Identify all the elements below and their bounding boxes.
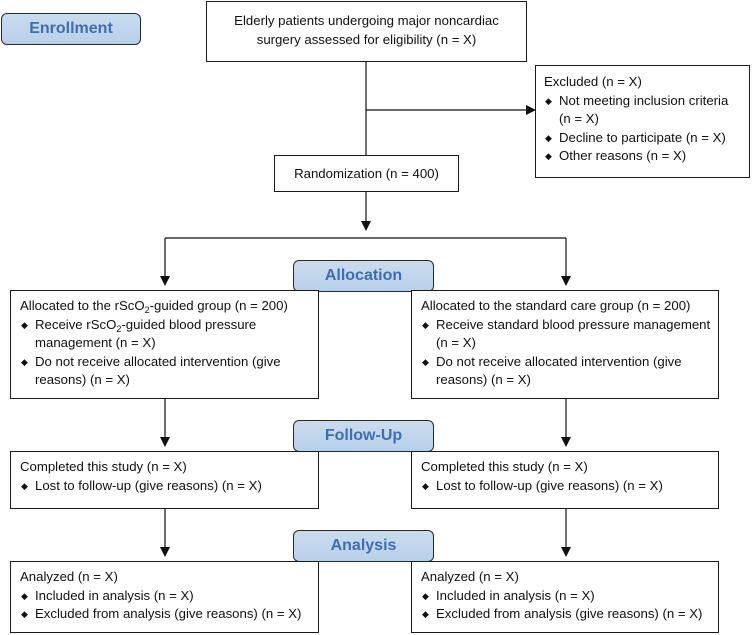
left-followup-list: Lost to follow-up (give reasons) (n = X)	[20, 477, 312, 496]
right-receive-item: Receive standard blood pressure manageme…	[421, 316, 712, 353]
stage-follow-up-label: Follow-Up	[324, 427, 403, 444]
excluded-item: Other reasons (n = X)	[544, 147, 743, 166]
left-analysis-box: Analyzed (n = X) Included in analysis (n…	[10, 561, 319, 633]
excluded-box: Excluded (n = X) Not meeting inclusion c…	[535, 65, 750, 178]
right-analysis-list: Included in analysis (n = X) Excluded fr…	[421, 587, 712, 624]
left-receive-item: Receive rScO2-guided blood pressure mana…	[20, 316, 312, 353]
eligibility-line-1: Elderly patients undergoing major noncar…	[234, 13, 499, 28]
excluded-item: Decline to participate (n = X)	[544, 129, 743, 148]
stage-follow-up: Follow-Up	[293, 420, 434, 452]
stage-enrollment-label: Enrollment	[29, 20, 113, 37]
stage-analysis: Analysis	[293, 530, 434, 562]
stage-allocation: Allocation	[293, 260, 434, 292]
left-allocation-box: Allocated to the rScO2-guided group (n =…	[10, 290, 319, 399]
right-excluded-analysis-item: Excluded from analysis (give reasons) (n…	[421, 605, 712, 624]
right-allocation-list: Receive standard blood pressure manageme…	[421, 316, 712, 390]
left-not-receive-item: Do not receive allocated intervention (g…	[20, 353, 312, 390]
left-included-item: Included in analysis (n = X)	[20, 587, 312, 606]
right-lost-item: Lost to follow-up (give reasons) (n = X)	[421, 477, 712, 496]
left-analyzed-label: Analyzed (n = X)	[20, 569, 118, 584]
randomization-box: Randomization (n = 400)	[274, 155, 459, 192]
right-not-receive-item: Do not receive allocated intervention (g…	[421, 353, 712, 390]
eligibility-line-2: surgery assessed for eligibility (n = X)	[256, 31, 477, 47]
right-followup-box: Completed this study (n = X) Lost to fol…	[411, 451, 719, 509]
excluded-title: Excluded (n = X)	[544, 74, 642, 89]
left-analysis-list: Included in analysis (n = X) Excluded fr…	[20, 587, 312, 624]
left-allocation-list: Receive rScO2-guided blood pressure mana…	[20, 316, 312, 390]
right-included-item: Included in analysis (n = X)	[421, 587, 712, 606]
right-analysis-box: Analyzed (n = X) Included in analysis (n…	[411, 561, 719, 633]
right-allocated-label: Allocated to the standard care group (n …	[421, 298, 691, 313]
right-analyzed-label: Analyzed (n = X)	[421, 569, 519, 584]
stage-enrollment: Enrollment	[1, 13, 141, 45]
stage-allocation-label: Allocation	[324, 267, 403, 284]
right-completed-label: Completed this study (n = X)	[421, 459, 588, 474]
left-allocated-label: Allocated to the rScO2-guided group (n =…	[20, 298, 288, 315]
left-followup-box: Completed this study (n = X) Lost to fol…	[10, 451, 319, 509]
left-lost-item: Lost to follow-up (give reasons) (n = X)	[20, 477, 312, 496]
eligibility-box: Elderly patients undergoing major noncar…	[206, 1, 527, 62]
excluded-item: Not meeting inclusion criteria (n = X)	[544, 92, 743, 129]
right-allocation-box: Allocated to the standard care group (n …	[411, 290, 719, 399]
left-excluded-analysis-item: Excluded from analysis (give reasons) (n…	[20, 605, 312, 624]
left-completed-label: Completed this study (n = X)	[20, 459, 187, 474]
right-followup-list: Lost to follow-up (give reasons) (n = X)	[421, 477, 712, 496]
excluded-list: Not meeting inclusion criteria (n = X) D…	[544, 92, 743, 166]
stage-analysis-label: Analysis	[330, 537, 397, 554]
randomization-label: Randomization (n = 400)	[294, 166, 439, 181]
